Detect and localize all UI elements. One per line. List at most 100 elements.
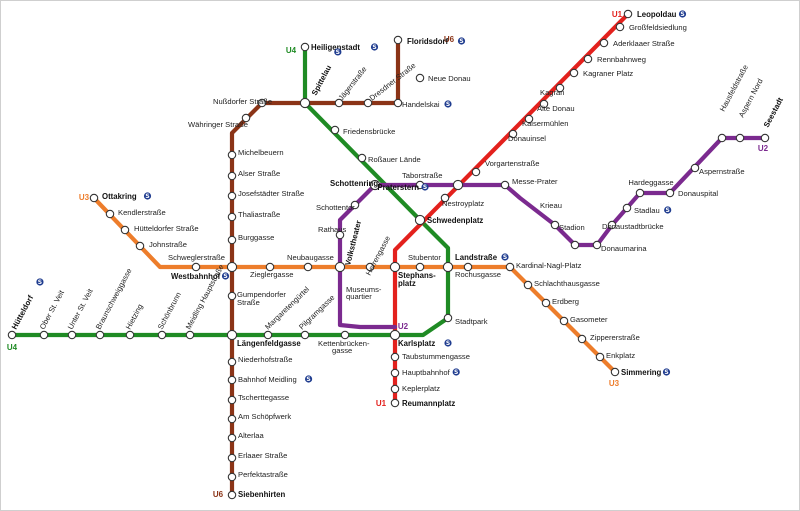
station-kaisermuehlen[interactable] — [524, 114, 534, 124]
station-laengenfeldgasse[interactable] — [226, 329, 238, 341]
station-donaustadtbruecke[interactable] — [607, 220, 617, 230]
station-schottenring[interactable] — [369, 179, 381, 191]
station-praterstern[interactable] — [452, 179, 464, 191]
station-herrengasse[interactable] — [365, 262, 375, 272]
station-rochusgasse[interactable] — [463, 262, 473, 272]
station-kettenbruecken[interactable] — [340, 330, 350, 340]
station-friedensbruecke[interactable] — [330, 125, 340, 135]
station-stubentor[interactable] — [415, 262, 425, 272]
station-krieau[interactable] — [550, 220, 560, 230]
station-erdberg[interactable] — [541, 298, 551, 308]
station-landstrasse[interactable] — [442, 261, 454, 273]
station-heiligenstadt[interactable] — [300, 42, 310, 52]
station-aderklaaer-strasse[interactable] — [599, 38, 609, 48]
station-neubaugasse[interactable] — [303, 262, 313, 272]
station-alser-strasse[interactable] — [227, 171, 237, 181]
station-michelbeuern[interactable] — [227, 150, 237, 160]
station-tscherttegasse[interactable] — [227, 395, 237, 405]
station-thaliastrasse[interactable] — [227, 212, 237, 222]
station-gumpendorfer[interactable] — [227, 291, 237, 301]
station-donauspital[interactable] — [665, 188, 675, 198]
station-reumannplatz[interactable] — [390, 398, 400, 408]
station-aspernstrasse[interactable] — [690, 163, 700, 173]
station-spittelau[interactable] — [299, 97, 311, 109]
station-huetteldorfer-strasse[interactable] — [120, 225, 130, 235]
station-floridsdorf[interactable] — [393, 35, 403, 45]
s-bahn-icon-glyph: S — [145, 193, 149, 200]
station-label-museums: Museums- — [346, 285, 382, 294]
station-unter-st-veit[interactable] — [67, 330, 77, 340]
s-bahn-icon-glyph: S — [666, 207, 670, 214]
station-zieglergasse[interactable] — [265, 262, 275, 272]
station-rossauer-laende[interactable] — [357, 153, 367, 163]
station-enkplatz[interactable] — [595, 352, 605, 362]
station-margaretenguertel[interactable] — [263, 330, 273, 340]
station-messe-prater[interactable] — [500, 180, 510, 190]
station-hietzing[interactable] — [125, 330, 135, 340]
station-grossfeldsiedlung[interactable] — [615, 22, 625, 32]
station-perfektastrasse[interactable] — [227, 472, 237, 482]
station-stadtpark[interactable] — [443, 313, 453, 323]
station-schwedenplatz[interactable] — [414, 214, 426, 226]
station-label-josefstaedter-strasse: Josefstädter Straße — [238, 189, 304, 198]
station-erlaaer-strasse[interactable] — [227, 453, 237, 463]
station-alterlaa[interactable] — [227, 433, 237, 443]
s-bahn-icon — [305, 375, 313, 383]
station-kendlerstrasse[interactable] — [105, 209, 115, 219]
station-leopoldau[interactable] — [623, 9, 633, 19]
station-bahnhof-meidling[interactable] — [227, 375, 237, 385]
station-westbahnhof[interactable] — [226, 261, 238, 273]
station-huetteldorf[interactable] — [7, 330, 17, 340]
station-taubstummengasse[interactable] — [390, 352, 400, 362]
station-hausfeldstrasse[interactable] — [717, 133, 727, 143]
station-zippererstrasse[interactable] — [577, 334, 587, 344]
station-simmering[interactable] — [610, 367, 620, 377]
station-stephans[interactable] — [389, 261, 401, 273]
station-meidling-hauptstrasse[interactable] — [185, 330, 195, 340]
station-volkstheater[interactable] — [334, 261, 346, 273]
station-alte-donau[interactable] — [539, 99, 549, 109]
station-johnstrasse[interactable] — [135, 241, 145, 251]
station-niederhofstrasse[interactable] — [227, 357, 237, 367]
station-waehringer-strasse[interactable] — [241, 113, 251, 123]
station-stadion[interactable] — [570, 240, 580, 250]
station-burggasse[interactable] — [227, 235, 237, 245]
station-josefstaedter-strasse[interactable] — [227, 191, 237, 201]
station-nestroyplatz[interactable] — [440, 193, 450, 203]
station-vorgartenstrasse[interactable] — [471, 167, 481, 177]
station-kagraner-platz[interactable] — [569, 68, 579, 78]
station-siebenhirten[interactable] — [227, 490, 237, 500]
station-handelskai[interactable] — [393, 98, 403, 108]
station-ober-st-veit[interactable] — [39, 330, 49, 340]
station-nussdorfer-strasse[interactable] — [257, 98, 267, 108]
station-schoenbrunn[interactable] — [157, 330, 167, 340]
station-ottakring[interactable] — [89, 193, 99, 203]
station-jaegerstrasse[interactable] — [334, 98, 344, 108]
station-label-simmering: Simmering — [621, 368, 662, 377]
station-karlsplatz[interactable] — [389, 329, 401, 341]
station-label-neue-donau: Neue Donau — [428, 74, 471, 83]
station-braunschweiggasse[interactable] — [95, 330, 105, 340]
station-label-nussdorfer-strasse: Nußdorfer Straße — [213, 97, 272, 106]
station-neue-donau[interactable] — [415, 73, 425, 83]
station-hardeggasse[interactable] — [635, 188, 645, 198]
station-dresdner-strasse[interactable] — [363, 98, 373, 108]
station-am-schoepfwerk[interactable] — [227, 414, 237, 424]
station-schlachthausgasse[interactable] — [523, 280, 533, 290]
station-hauptbahnhof[interactable] — [390, 368, 400, 378]
station-rathaus[interactable] — [335, 230, 345, 240]
station-schottentor[interactable] — [350, 200, 360, 210]
station-gasometer[interactable] — [559, 316, 569, 326]
station-stadlau[interactable] — [622, 203, 632, 213]
station-keplerplatz[interactable] — [390, 384, 400, 394]
station-rennbahnweg[interactable] — [583, 54, 593, 64]
station-schweglerstrasse[interactable] — [191, 262, 201, 272]
station-seestadt[interactable] — [760, 133, 770, 143]
station-aspern-nord[interactable] — [735, 133, 745, 143]
station-donauinsel[interactable] — [508, 129, 518, 139]
station-donaumarina[interactable] — [592, 240, 602, 250]
s-bahn-icon-glyph: S — [664, 369, 668, 376]
station-kagran[interactable] — [555, 83, 565, 93]
station-pilgramgasse[interactable] — [300, 330, 310, 340]
station-kardinal-nagl-platz[interactable] — [505, 262, 515, 272]
